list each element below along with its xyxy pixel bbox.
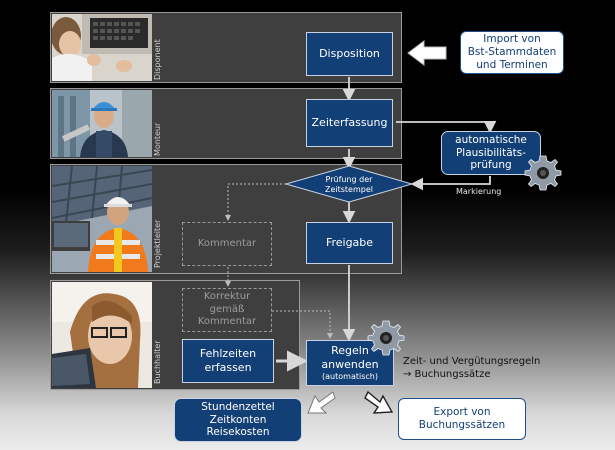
gear-icon bbox=[524, 155, 562, 191]
regeln-note: Zeit- und Vergütungsregeln → Buchungssät… bbox=[403, 356, 541, 380]
korrektur-box: Korrektur gemäß Kommentar bbox=[182, 288, 272, 332]
arrow-import-disposition bbox=[407, 40, 447, 66]
regeln-title: Regeln anwenden bbox=[321, 344, 379, 371]
plausi-box: automatische Plausibilitäts- prüfung bbox=[441, 131, 541, 175]
arrow-regeln-export bbox=[364, 390, 394, 414]
photo-disponent bbox=[52, 14, 152, 81]
freigabe-box: Freigabe bbox=[306, 222, 393, 264]
pruefung-diamond bbox=[284, 165, 414, 203]
photo-buchhalter bbox=[52, 282, 152, 388]
arrow-regeln-stundenzettel bbox=[307, 391, 336, 414]
markierung-label: Markierung bbox=[456, 187, 502, 196]
arrow-plausi-pruefung bbox=[410, 176, 491, 191]
fehlzeiten-box: Fehlzeiten erfassen bbox=[182, 339, 274, 383]
arrow-pruefung-kommentar bbox=[225, 183, 290, 221]
disposition-box: Disposition bbox=[306, 32, 393, 76]
stundenzettel-box: Stundenzettel Zeitkonten Reisekosten bbox=[174, 398, 302, 442]
photo-projektleiter bbox=[52, 166, 152, 272]
arrow-korrektur-regeln bbox=[272, 310, 333, 339]
import-box: Import von Bst-Stammdaten und Terminen bbox=[460, 31, 564, 74]
pruefung-label: Prüfung der Zeitstempel bbox=[324, 175, 373, 194]
gear-icon bbox=[367, 320, 405, 356]
kommentar-box: Kommentar bbox=[182, 222, 272, 266]
zeiterfassung-box: Zeiterfassung bbox=[306, 99, 393, 147]
arrow-zeiterfassung-plausi bbox=[396, 121, 497, 134]
photo-monteur bbox=[52, 90, 152, 157]
export-box: Export von Buchungssätzen bbox=[398, 398, 526, 440]
regeln-subtitle: (automatisch) bbox=[322, 371, 378, 381]
